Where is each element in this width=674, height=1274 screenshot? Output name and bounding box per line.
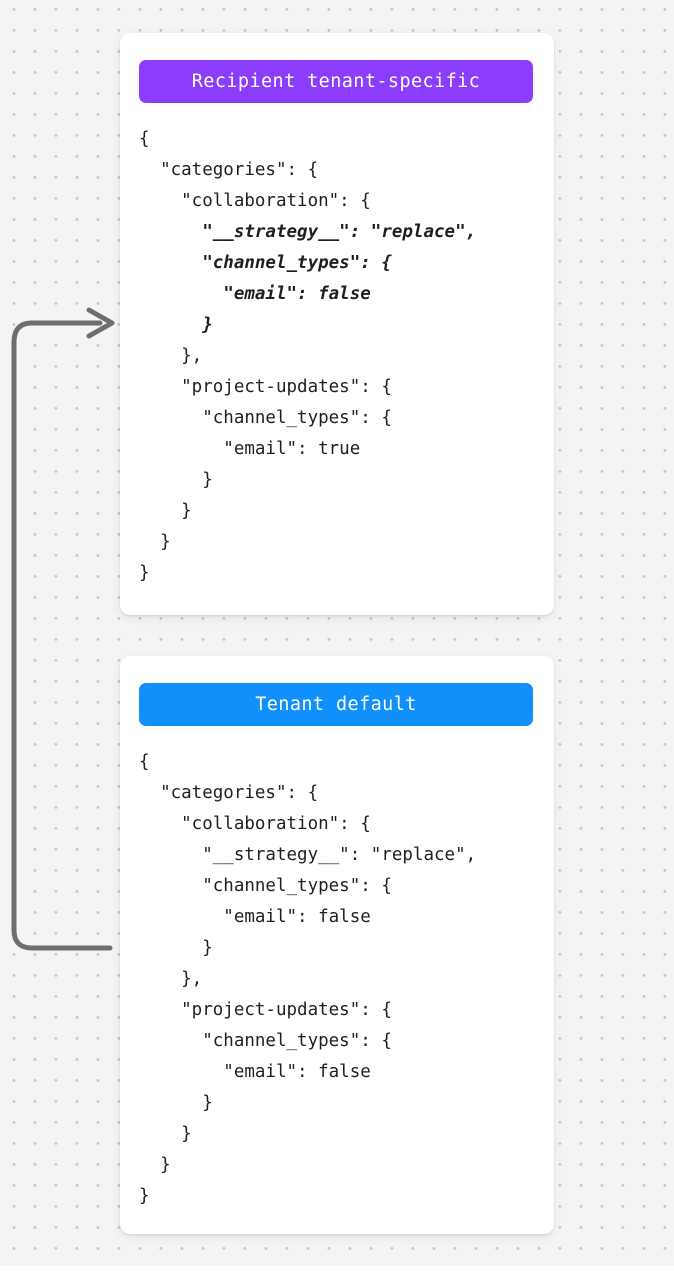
- code-line: "__strategy__": "replace",: [139, 845, 477, 865]
- json-code-tenant-default: { "categories": { "collaboration": { "__…: [139, 747, 540, 1212]
- code-line: }: [139, 501, 192, 521]
- code-line: "__strategy__": "replace",: [139, 222, 477, 242]
- card-header-label: Tenant default: [255, 694, 417, 715]
- code-line: }: [139, 315, 213, 335]
- code-line: "email": false: [139, 1062, 371, 1082]
- bottom-strip: [0, 1266, 674, 1274]
- code-line: "categories": {: [139, 783, 319, 803]
- code-line: }: [139, 1186, 150, 1206]
- code-line: "project-updates": {: [139, 1000, 392, 1020]
- code-line: },: [139, 346, 203, 366]
- card-header-tenant-default: Tenant default: [139, 683, 533, 726]
- code-line: }: [139, 470, 213, 490]
- code-line: "project-updates": {: [139, 377, 392, 397]
- code-line: }: [139, 563, 150, 583]
- code-line: }: [139, 532, 171, 552]
- code-line: }: [139, 1155, 171, 1175]
- card-header-label: Recipient tenant-specific: [191, 71, 481, 92]
- code-line: "email": false: [139, 907, 371, 927]
- json-code-recipient-tenant-specific: { "categories": { "collaboration": { "__…: [139, 124, 540, 589]
- card-header-recipient-tenant-specific: Recipient tenant-specific: [139, 60, 533, 103]
- arrow-path: [11, 320, 113, 951]
- arrow-head-icon: [86, 307, 115, 339]
- code-line: "email": true: [139, 439, 361, 459]
- code-line: "channel_types": {: [139, 876, 392, 896]
- code-line: {: [139, 129, 150, 149]
- fallback-arrow-connector: [11, 307, 115, 951]
- code-line: "collaboration": {: [139, 191, 371, 211]
- code-line: "categories": {: [139, 160, 319, 180]
- code-line: }: [139, 1124, 192, 1144]
- code-line: "channel_types": {: [139, 1031, 392, 1051]
- card-recipient-tenant-specific: Recipient tenant-specific { "categories"…: [120, 33, 554, 615]
- code-line: "email": false: [139, 284, 371, 304]
- code-line: "channel_types": {: [139, 253, 392, 273]
- card-tenant-default: Tenant default { "categories": { "collab…: [120, 656, 554, 1234]
- code-line: }: [139, 1093, 213, 1113]
- code-line: "collaboration": {: [139, 814, 371, 834]
- code-line: }: [139, 938, 213, 958]
- code-line: },: [139, 969, 203, 989]
- code-line: "channel_types": {: [139, 408, 392, 428]
- code-line: {: [139, 752, 150, 772]
